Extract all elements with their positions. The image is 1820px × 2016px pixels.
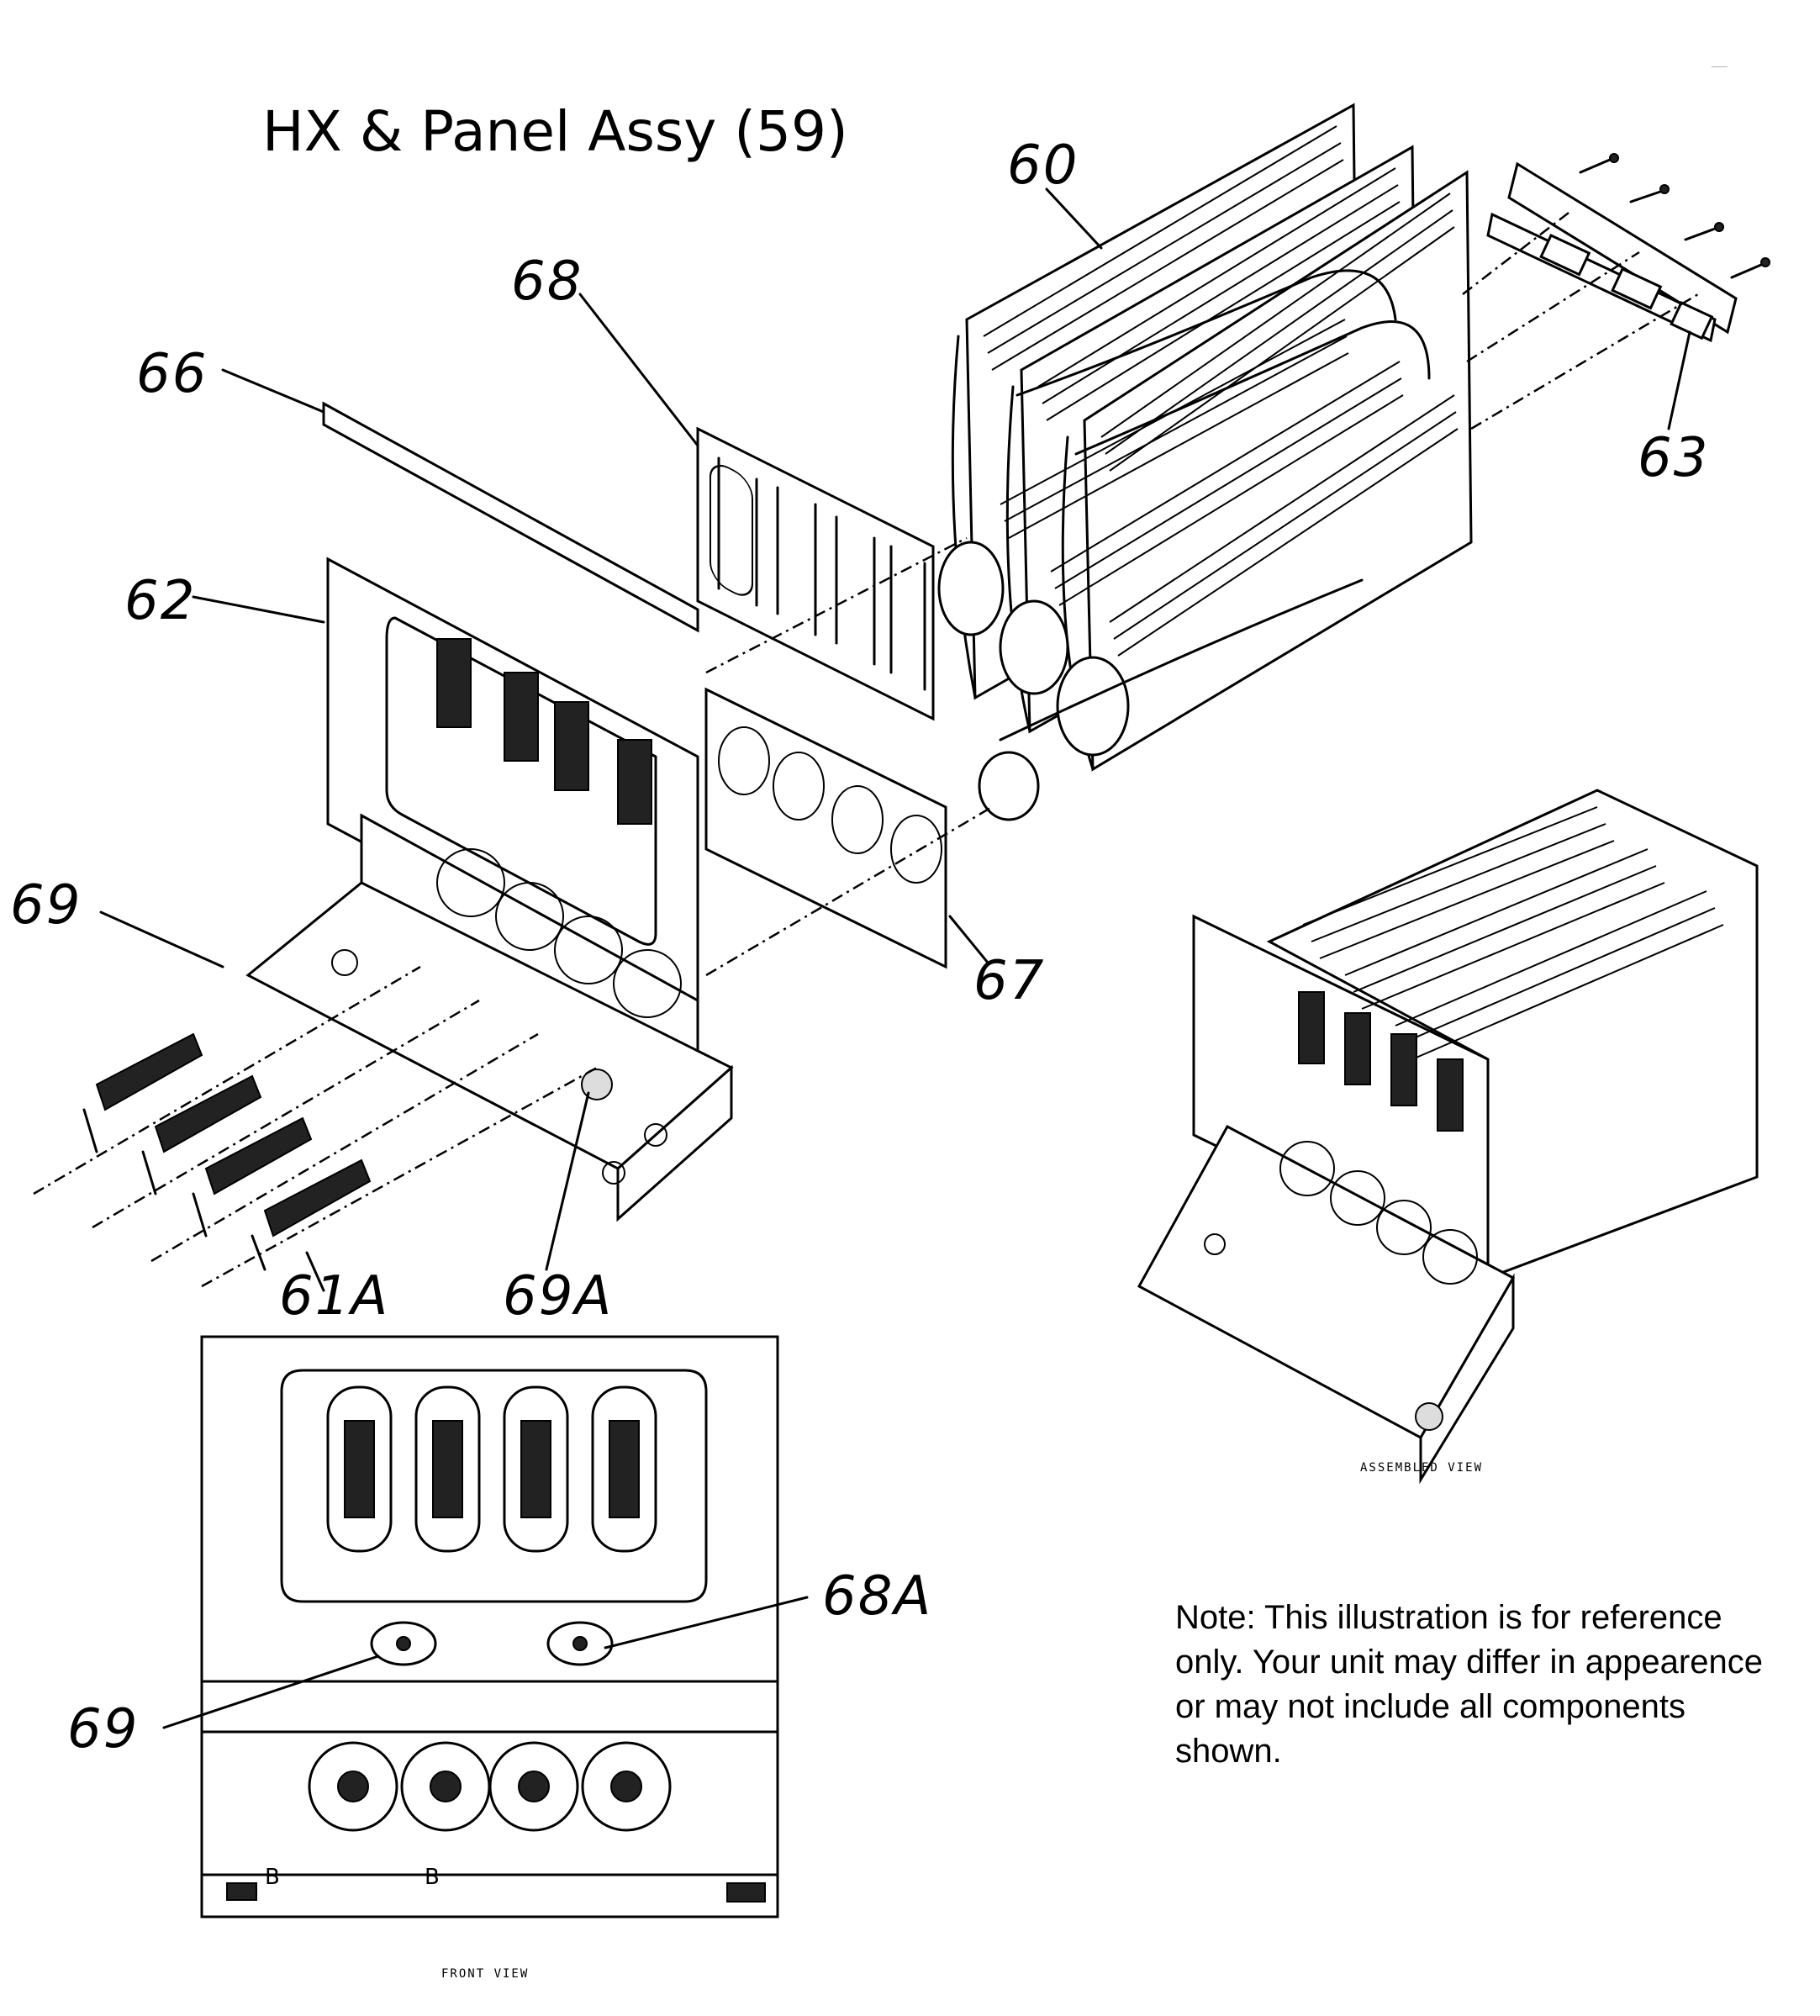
rear-bracket [1462,153,1770,430]
front-view-label-b-left: B [265,1865,280,1890]
callout-67: 67 [973,950,1046,1012]
callout-69a: 69A [503,1265,614,1327]
assembled-view-drawing [1137,789,1759,1485]
burner-shelf [245,813,734,1222]
upper-baffle-panel [696,426,935,721]
leader-lines [99,187,1691,1729]
front-view-label-b-center: B [425,1865,440,1890]
callout-61a: 61A [279,1265,390,1327]
reference-note: Note: This illustration is for reference… [1175,1599,1763,1770]
page-title: HX & Panel Assy (59) [262,99,848,164]
callout-69-bottom: 69 [67,1698,140,1760]
callout-68: 68 [511,251,583,313]
callout-62: 62 [124,570,197,632]
assembled-view-caption: ASSEMBLED VIEW [1360,1461,1484,1475]
front-view-drawing [200,1335,779,1918]
burners [33,536,993,1288]
heat-exchanger [937,103,1473,821]
callout-66: 66 [136,343,208,405]
callout-60: 60 [1007,135,1079,197]
callout-69-top: 69 [10,874,82,937]
page-mark: ‾‾‾‾ [1711,66,1728,73]
callout-63: 63 [1638,427,1710,489]
callout-68a: 68A [822,1565,933,1628]
lower-baffle-panel [704,687,947,969]
front-view-caption: FRONT VIEW [441,1967,530,1981]
